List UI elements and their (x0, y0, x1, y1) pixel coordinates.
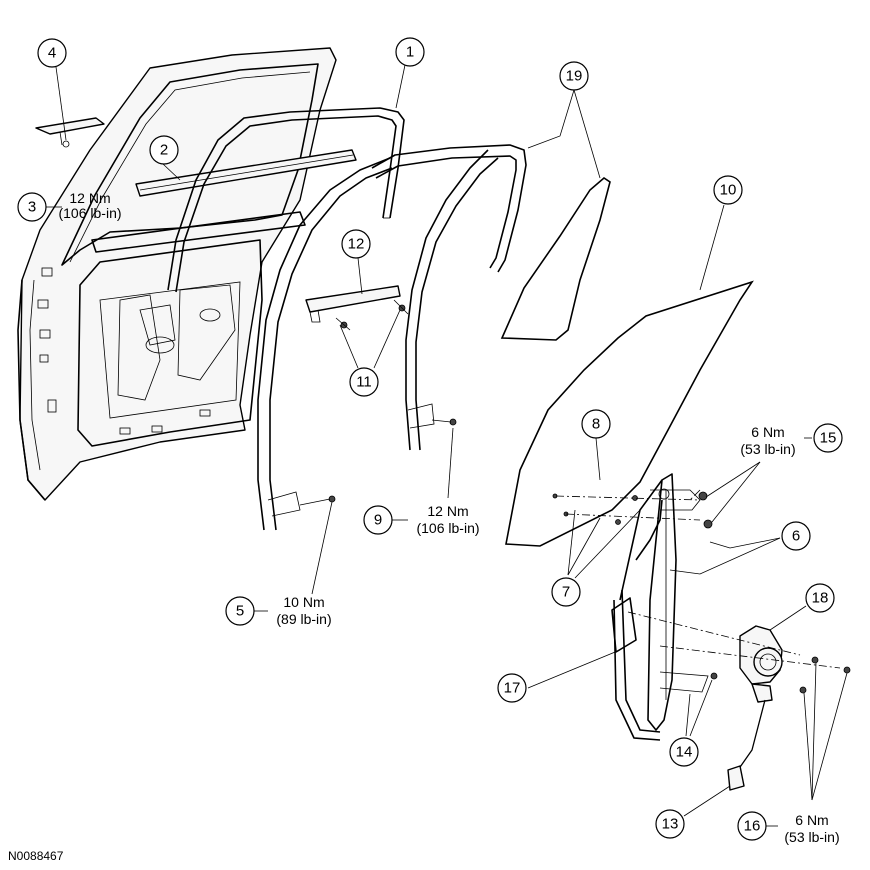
svg-text:14: 14 (676, 744, 693, 761)
svg-text:10: 10 (720, 182, 737, 199)
callout-8: 8 (581, 409, 611, 439)
door-inner-panel (17, 47, 337, 501)
stationary-glass-part-19 (500, 176, 611, 341)
door-glass-part-10 (505, 280, 754, 547)
svg-text:8: 8 (592, 416, 600, 433)
torque-spec-3: 12 Nm (106 lb-in) (58, 190, 121, 221)
callout-14: 14 (669, 737, 699, 767)
callout-11: 11 (349, 367, 379, 397)
torque-spec-16: 6 Nm (53 lb-in) (784, 812, 839, 845)
callout-1: 1 (395, 37, 425, 67)
svg-text:(53 lb-in): (53 lb-in) (784, 829, 839, 845)
bolts-part-15 (698, 491, 713, 529)
torque-spec-15: 6 Nm (53 lb-in) (740, 424, 795, 457)
callout-3: 3 (17, 192, 47, 222)
front-run-channel-part-5 (257, 157, 393, 531)
svg-text:15: 15 (820, 430, 837, 447)
callout-17: 17 (497, 673, 527, 703)
rear-division-channel-part-9 (371, 144, 527, 451)
torque-spec-5: 10 Nm (89 lb-in) (276, 594, 331, 627)
mirror-bracket-part-4 (35, 117, 105, 148)
callout-18: 18 (805, 583, 835, 613)
svg-text:12 Nm: 12 Nm (427, 503, 468, 519)
torque-spec-9: 12 Nm (106 lb-in) (416, 503, 479, 536)
svg-text:(106 lb-in): (106 lb-in) (416, 520, 479, 536)
callout-5: 5 (225, 596, 255, 626)
leader-lines (46, 64, 848, 827)
window-motor-part-18 (739, 625, 783, 703)
callout-7: 7 (551, 577, 581, 607)
callout-16: 16 (737, 811, 767, 841)
svg-text:19: 19 (566, 68, 583, 85)
callout-19: 19 (559, 61, 589, 91)
svg-text:18: 18 (812, 590, 829, 607)
svg-text:3: 3 (28, 199, 36, 216)
callout-10: 10 (713, 175, 743, 205)
belt-weatherstrip-part-2 (135, 149, 357, 197)
callout-12: 12 (341, 229, 371, 259)
svg-text:7: 7 (562, 584, 570, 601)
window-regulator-part-17 (611, 473, 718, 741)
motor-wiring-harness-part-13 (727, 699, 766, 791)
svg-text:(53 lb-in): (53 lb-in) (740, 441, 795, 457)
callout-13: 13 (655, 809, 685, 839)
svg-text:2: 2 (160, 142, 168, 159)
callout-4: 4 (37, 38, 67, 68)
callout-9: 9 (363, 505, 393, 535)
svg-text:6 Nm: 6 Nm (795, 812, 828, 828)
callout-6: 6 (781, 521, 811, 551)
svg-text:17: 17 (504, 680, 521, 697)
svg-text:4: 4 (48, 45, 56, 62)
svg-text:12 Nm: 12 Nm (69, 190, 110, 206)
svg-text:1: 1 (406, 44, 414, 61)
svg-text:6: 6 (792, 528, 800, 545)
svg-text:13: 13 (662, 816, 679, 833)
svg-text:10 Nm: 10 Nm (283, 594, 324, 610)
callout-2: 2 (149, 135, 179, 165)
svg-text:16: 16 (744, 818, 761, 835)
svg-text:5: 5 (236, 603, 244, 620)
svg-text:9: 9 (374, 512, 382, 529)
rear-channel-bracket-part-12 (305, 285, 409, 331)
callout-15: 15 (813, 423, 843, 453)
svg-text:12: 12 (348, 236, 365, 253)
svg-text:6 Nm: 6 Nm (751, 424, 784, 440)
svg-text:(106 lb-in): (106 lb-in) (58, 205, 121, 221)
glass-run-channel-part-1 (167, 107, 405, 293)
glass-fasteners-part-8 (552, 493, 638, 525)
svg-text:11: 11 (356, 374, 372, 391)
svg-text:(89 lb-in): (89 lb-in) (276, 611, 331, 627)
bolts-part-16 (799, 656, 851, 694)
figure-id: N0088467 (8, 849, 64, 863)
